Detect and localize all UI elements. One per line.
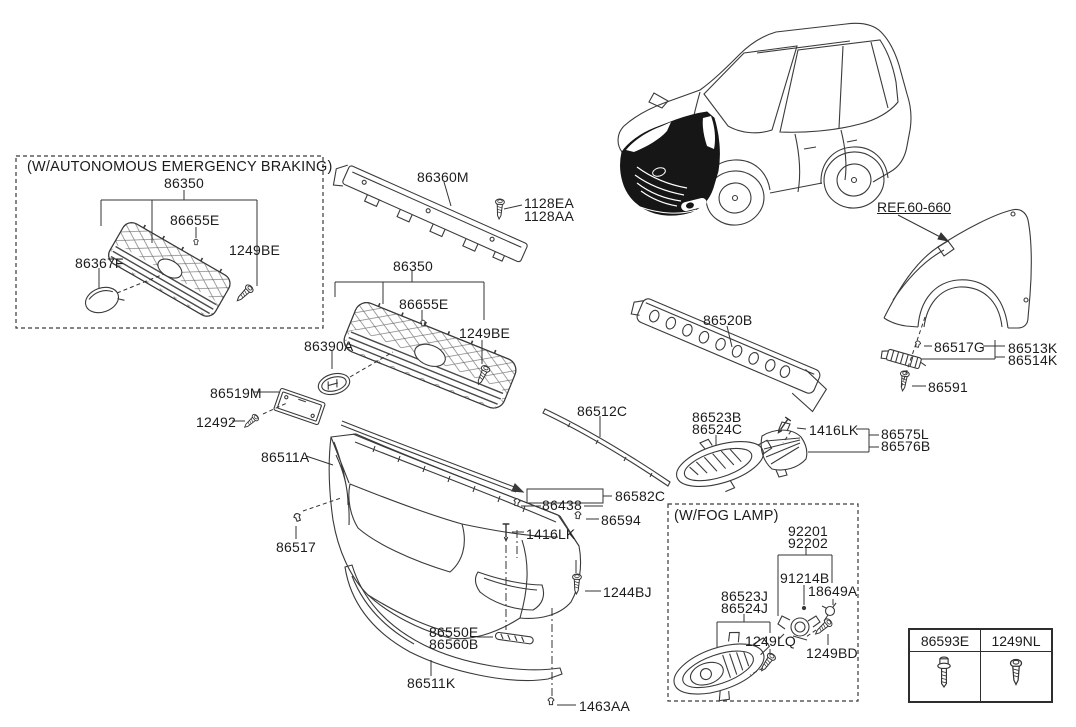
fog-lamp-bulb-drawing xyxy=(777,605,821,641)
callout-86350: 86350 xyxy=(393,258,433,274)
fog-lamp-socket-drawing xyxy=(821,602,837,622)
callout-86517G: 86517G xyxy=(934,339,986,355)
callout-1128AA: 1128AA xyxy=(524,208,574,224)
aeb-box-title: (W/AUTONOMOUS EMERGENCY BRAKING) xyxy=(27,159,333,175)
grille-upper-support-drawing xyxy=(332,164,528,263)
callout-86560B: 86560B xyxy=(429,636,479,652)
fastener-col-1249NL: 1249NL xyxy=(991,632,1041,649)
callout-86512C: 86512C xyxy=(577,403,628,419)
callout-86350-aeb: 86350 xyxy=(164,175,204,191)
fog-box-title: (W/FOG LAMP) xyxy=(674,508,779,524)
callout-1244BJ: 1244BJ xyxy=(603,584,652,600)
callout-86367F: 86367F xyxy=(75,255,124,271)
callout-86582C: 86582C xyxy=(615,488,666,504)
callout-86591: 86591 xyxy=(928,379,968,395)
vehicle-front-bumper-highlight xyxy=(620,111,720,216)
emblem-86390A xyxy=(317,372,351,396)
side-lamp-drawing xyxy=(676,421,808,493)
callout-1249LQ: 1249LQ xyxy=(745,633,797,649)
fastener-table: 86593E 1249NL xyxy=(908,628,1053,703)
callout-86524C: 86524C xyxy=(692,421,743,437)
tapping-screw-icon xyxy=(981,652,1051,702)
bumper-energy-absorber-drawing xyxy=(630,298,828,413)
callout-86524J: 86524J xyxy=(721,600,769,616)
callout-86390A: 86390A xyxy=(304,338,354,354)
front-grille-drawing xyxy=(273,302,517,426)
ref-60-660-link[interactable]: REF.60-660 xyxy=(877,199,951,215)
bumper-moldings-drawing xyxy=(340,408,671,682)
callout-91214B: 91214B xyxy=(780,570,830,586)
fastener-table-body xyxy=(910,652,1051,702)
callout-86594: 86594 xyxy=(601,512,641,528)
callout-1249BE: 1249BE xyxy=(459,325,511,341)
callout-1416LK-right: 1416LK xyxy=(809,422,859,438)
callout-18649A: 18649A xyxy=(808,583,858,599)
callout-86655E-aeb: 86655E xyxy=(170,212,220,228)
fog-lamp-drawing xyxy=(673,602,837,702)
front-bumper-drawing xyxy=(328,433,582,640)
fastener-col-86593E: 86593E xyxy=(910,630,981,651)
callout-86523B: 86523B xyxy=(692,409,742,425)
callout-1416LK-left: 1416LK xyxy=(526,526,576,542)
side-lamp-cover-drawing xyxy=(760,421,808,478)
aeb-grille-drawing xyxy=(84,222,231,317)
fog-box-border xyxy=(667,503,859,702)
callout-86550E: 86550E xyxy=(429,624,479,640)
callout-86513K: 86513K xyxy=(1008,340,1058,356)
callout-86655E: 86655E xyxy=(399,296,449,312)
callout-86438: 86438 xyxy=(542,497,582,513)
aeb-box-border xyxy=(15,155,324,329)
callout-86575L: 86575L xyxy=(881,426,929,442)
fender-bracket-drawing xyxy=(880,348,927,370)
aeb-cover-86367F xyxy=(84,286,125,314)
fender-drawing xyxy=(880,208,1032,370)
callout-86511A: 86511A xyxy=(261,449,310,465)
callout-92201: 92201 xyxy=(788,523,828,539)
callout-86576B: 86576B xyxy=(881,438,931,454)
callout-1128EA: 1128EA xyxy=(524,195,574,211)
callout-1249BD: 1249BD xyxy=(806,645,858,661)
callout-92202: 92202 xyxy=(788,535,828,551)
callout-1249BE-aeb: 1249BE xyxy=(229,242,281,258)
callout-1463AA: 1463AA xyxy=(579,698,631,714)
callout-86360M: 86360M xyxy=(417,169,469,185)
license-plate-bracket-drawing xyxy=(273,387,326,426)
callout-86519M: 86519M xyxy=(210,385,262,401)
fastener-table-header: 86593E 1249NL xyxy=(910,630,1051,652)
callout-12492: 12492 xyxy=(196,414,236,430)
callout-86520B: 86520B xyxy=(703,312,753,328)
leader-lines xyxy=(98,181,1005,706)
callout-86523J: 86523J xyxy=(721,588,769,604)
callout-86511K: 86511K xyxy=(407,675,456,691)
flange-bolt-icon xyxy=(910,652,981,702)
callout-86514K: 86514K xyxy=(1008,352,1058,368)
callout-86517: 86517 xyxy=(276,539,316,555)
